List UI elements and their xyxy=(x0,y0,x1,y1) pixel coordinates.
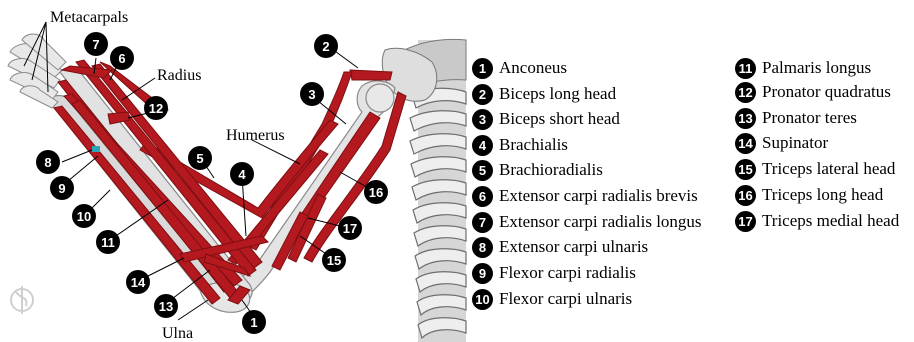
callout-16: 16 xyxy=(364,180,388,204)
legend-item-triceps-lateral-head: 15 Triceps lateral head xyxy=(735,158,895,180)
ulna-label: Ulna xyxy=(162,325,193,342)
legend-number: 8 xyxy=(472,237,493,258)
legend-item-pronator-quadratus: 12 Pronator quadratus xyxy=(735,81,891,103)
callout-10: 10 xyxy=(72,204,96,228)
callout-8: 8 xyxy=(36,150,60,174)
svg-text:4: 4 xyxy=(238,167,246,182)
svg-text:11: 11 xyxy=(101,235,115,250)
legend-number: 6 xyxy=(472,186,493,207)
callout-12: 12 xyxy=(144,96,168,120)
legend-label: Brachialis xyxy=(499,135,568,155)
callout-4: 4 xyxy=(230,162,254,186)
legend-label: Triceps medial head xyxy=(762,211,899,231)
legend-item-triceps-medial-head: 17 Triceps medial head xyxy=(735,210,899,232)
legend-label: Extensor carpi ulnaris xyxy=(499,237,648,257)
legend-number: 2 xyxy=(472,84,493,105)
legend-label: Triceps lateral head xyxy=(762,159,895,179)
legend-item-extensor-carpi-radialis-brevis: 6 Extensor carpi radialis brevis xyxy=(472,185,698,207)
svg-text:17: 17 xyxy=(343,221,357,236)
radius-label: Radius xyxy=(157,67,201,84)
legend-label: Flexor carpi ulnaris xyxy=(499,289,632,309)
callout-2: 2 xyxy=(314,34,338,58)
legend-label: Pronator quadratus xyxy=(762,82,891,102)
legend-item-flexor-carpi-ulnaris: 10 Flexor carpi ulnaris xyxy=(472,288,632,310)
humerus-label: Humerus xyxy=(226,127,285,144)
legend-label: Extensor carpi radialis longus xyxy=(499,212,702,232)
svg-text:3: 3 xyxy=(308,87,315,102)
svg-text:10: 10 xyxy=(77,209,91,224)
legend-item-brachialis: 4 Brachialis xyxy=(472,134,568,156)
highlight-marker xyxy=(92,146,100,152)
svg-text:2: 2 xyxy=(322,39,329,54)
callout-13: 13 xyxy=(154,294,178,318)
legend-item-biceps-short-head: 3 Biceps short head xyxy=(472,108,620,130)
legend-item-triceps-long-head: 16 Triceps long head xyxy=(735,184,883,206)
svg-text:1: 1 xyxy=(250,315,257,330)
callout-9: 9 xyxy=(50,176,74,200)
legend-number: 7 xyxy=(472,212,493,233)
legend-item-palmaris-longus: 11 Palmaris longus xyxy=(735,57,871,79)
svg-text:5: 5 xyxy=(196,151,203,166)
legend-number: 1 xyxy=(472,58,493,79)
legend-number: 10 xyxy=(472,289,493,310)
legend-item-extensor-carpi-ulnaris: 8 Extensor carpi ulnaris xyxy=(472,236,648,258)
legend-label: Pronator teres xyxy=(762,108,857,128)
legend-item-supinator: 14 Supinator xyxy=(735,132,828,154)
callout-5: 5 xyxy=(188,146,212,170)
callout-3: 3 xyxy=(300,82,324,106)
svg-text:7: 7 xyxy=(92,37,99,52)
svg-text:14: 14 xyxy=(131,275,146,290)
callout-17: 17 xyxy=(338,216,362,240)
legend-item-extensor-carpi-radialis-longus: 7 Extensor carpi radialis longus xyxy=(472,211,702,233)
callout-11: 11 xyxy=(96,230,120,254)
legend-number: 17 xyxy=(735,211,756,232)
legend-number: 12 xyxy=(735,82,756,103)
rib-cage xyxy=(382,39,466,342)
legend-item-biceps-long-head: 2 Biceps long head xyxy=(472,83,616,105)
callout-7: 7 xyxy=(84,32,108,56)
callout-15: 15 xyxy=(322,248,346,272)
svg-text:9: 9 xyxy=(58,181,65,196)
svg-text:13: 13 xyxy=(159,299,173,314)
legend-label: Biceps long head xyxy=(499,84,616,104)
legend-number: 16 xyxy=(735,185,756,206)
legend-label: Anconeus xyxy=(499,58,567,78)
callout-14: 14 xyxy=(126,270,150,294)
legend-number: 9 xyxy=(472,263,493,284)
metacarpals-label: Metacarpals xyxy=(50,9,128,26)
legend-number: 14 xyxy=(735,133,756,154)
legend-label: Triceps long head xyxy=(762,185,883,205)
legend-label: Supinator xyxy=(762,133,828,153)
svg-text:8: 8 xyxy=(44,155,51,170)
watermark-logo xyxy=(11,286,33,314)
legend-number: 13 xyxy=(735,108,756,129)
callout-1: 1 xyxy=(242,310,266,334)
legend-label: Flexor carpi radialis xyxy=(499,263,636,283)
arm-muscle-diagram: Metacarpals Radius Humerus Ulna 7 6 12 8… xyxy=(0,0,470,342)
legend-label: Extensor carpi radialis brevis xyxy=(499,186,698,206)
legend-item-flexor-carpi-radialis: 9 Flexor carpi radialis xyxy=(472,262,636,284)
svg-text:6: 6 xyxy=(118,51,125,66)
legend-label: Biceps short head xyxy=(499,109,620,129)
legend-item-anconeus: 1 Anconeus xyxy=(472,57,567,79)
legend-number: 11 xyxy=(735,58,756,79)
legend-label: Brachioradialis xyxy=(499,160,603,180)
legend-number: 3 xyxy=(472,109,493,130)
svg-text:12: 12 xyxy=(149,101,163,116)
svg-text:16: 16 xyxy=(369,185,383,200)
legend-number: 4 xyxy=(472,135,493,156)
legend-label: Palmaris longus xyxy=(762,58,871,78)
svg-text:15: 15 xyxy=(327,253,341,268)
legend-item-pronator-teres: 13 Pronator teres xyxy=(735,107,857,129)
muscles xyxy=(54,60,406,304)
legend-number: 15 xyxy=(735,159,756,180)
callout-6: 6 xyxy=(110,46,134,70)
legend-item-brachioradialis: 5 Brachioradialis xyxy=(472,159,603,181)
legend-number: 5 xyxy=(472,160,493,181)
